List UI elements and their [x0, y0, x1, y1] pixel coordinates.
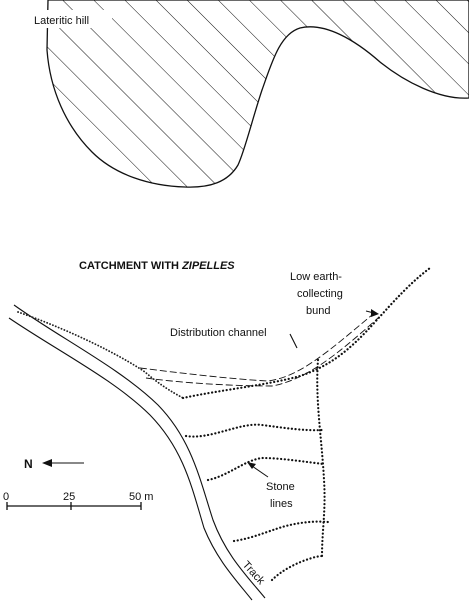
lateritic-hill: Lateritic hill: [30, 0, 469, 188]
stone-lines-label-line2: lines: [270, 498, 293, 510]
channel-label: Distribution channel: [170, 327, 267, 339]
channel-line-2: [145, 317, 379, 387]
bund-right-arm: [181, 266, 432, 400]
channel-line-1: [139, 314, 373, 382]
distribution-channel: [139, 314, 379, 387]
bund-label-line2: collecting: [297, 288, 343, 300]
catchment-title-prefix: CATCHMENT WITH: [79, 260, 182, 272]
collecting-bund: [17, 266, 432, 400]
stone-line-2: [206, 456, 326, 482]
hill-label-bg: [30, 10, 112, 28]
hill-outline: [46, 0, 469, 188]
track-line-upper: [13, 304, 266, 599]
right-boundary: [316, 358, 326, 558]
hill-label: Lateritic hill: [34, 15, 89, 27]
stone-line-3: [232, 520, 330, 543]
bund-arrow: [365, 309, 379, 317]
track: Track: [8, 304, 267, 601]
stone-lines-label-line1: Stone: [266, 481, 295, 493]
catchment-title: CATCHMENT WITH ZIPELLES: [79, 260, 235, 272]
stone-line-4: [270, 554, 326, 582]
scale-tick-50: 50 m: [129, 491, 153, 503]
bund-label-line1: Low earth-: [290, 271, 342, 283]
catchment-title-emphasis: ZIPELLES: [181, 260, 235, 272]
north-label: N: [24, 457, 33, 471]
bund-label-line3: bund: [306, 305, 330, 317]
track-line-lower: [8, 317, 253, 601]
scale-tick-25: 25: [63, 491, 75, 503]
scale-tick-0: 0: [3, 491, 9, 503]
scale-bar: 0 25 50 m: [3, 491, 153, 510]
stone-lines: [184, 423, 330, 582]
north-arrow: N: [24, 457, 84, 471]
stone-line-1: [184, 423, 324, 438]
channel-leader: [289, 333, 298, 349]
bund-left-edge: [17, 311, 184, 399]
stone-lines-arrow: [247, 462, 269, 478]
